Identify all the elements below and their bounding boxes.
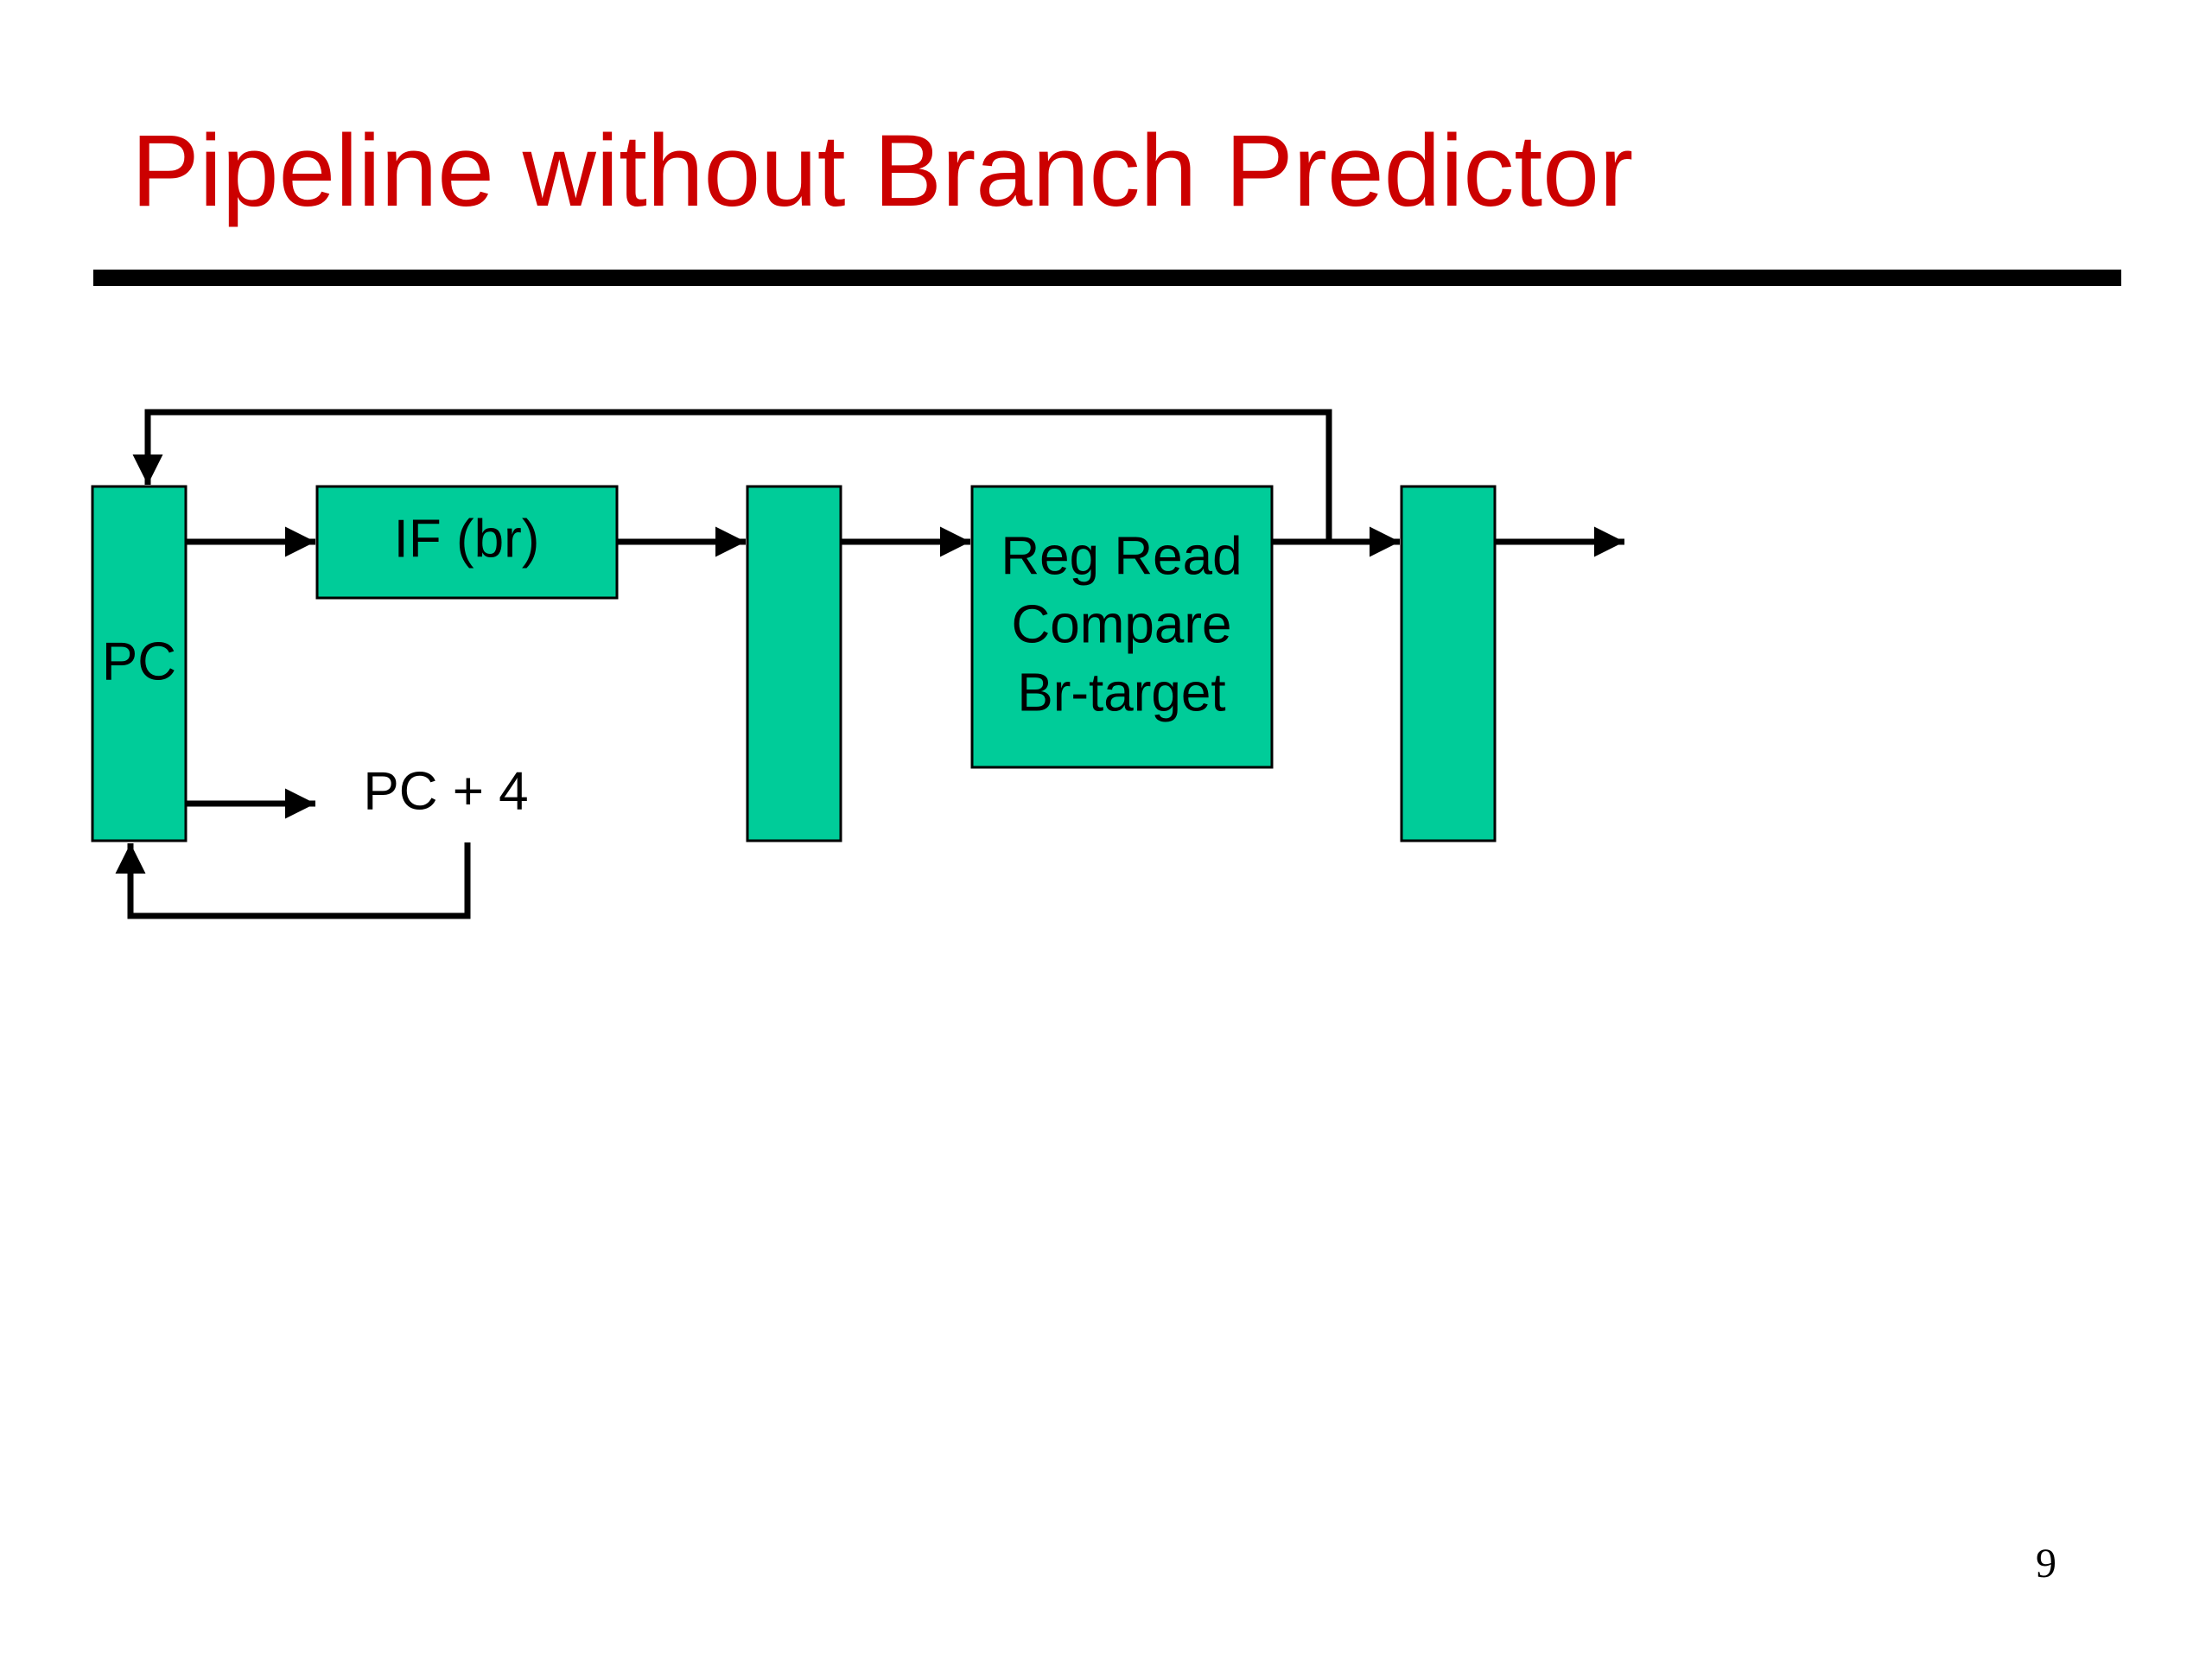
decode-line-compare: Compare xyxy=(1012,594,1232,654)
if-stage-label: IF (br) xyxy=(394,509,540,569)
arrow-pc-plus-4-feedback xyxy=(115,842,471,919)
decode-line-br-target: Br-target xyxy=(1017,663,1225,722)
pc-label: PC xyxy=(102,632,176,691)
if-id-latch xyxy=(746,485,842,842)
decode-stage-block xyxy=(970,485,1274,769)
title-underline xyxy=(93,270,2121,286)
arrow-branch-target-feedback xyxy=(132,409,1332,542)
id-ex-latch xyxy=(1400,485,1497,842)
pc-plus-4-label: PC + 4 xyxy=(363,761,528,821)
slide-title: Pipeline without Branch Predictor xyxy=(131,114,1634,228)
decode-line-reg-read: Reg Read xyxy=(1001,526,1242,586)
page-number: 9 xyxy=(2036,1541,2056,1586)
pc-register xyxy=(91,485,188,842)
